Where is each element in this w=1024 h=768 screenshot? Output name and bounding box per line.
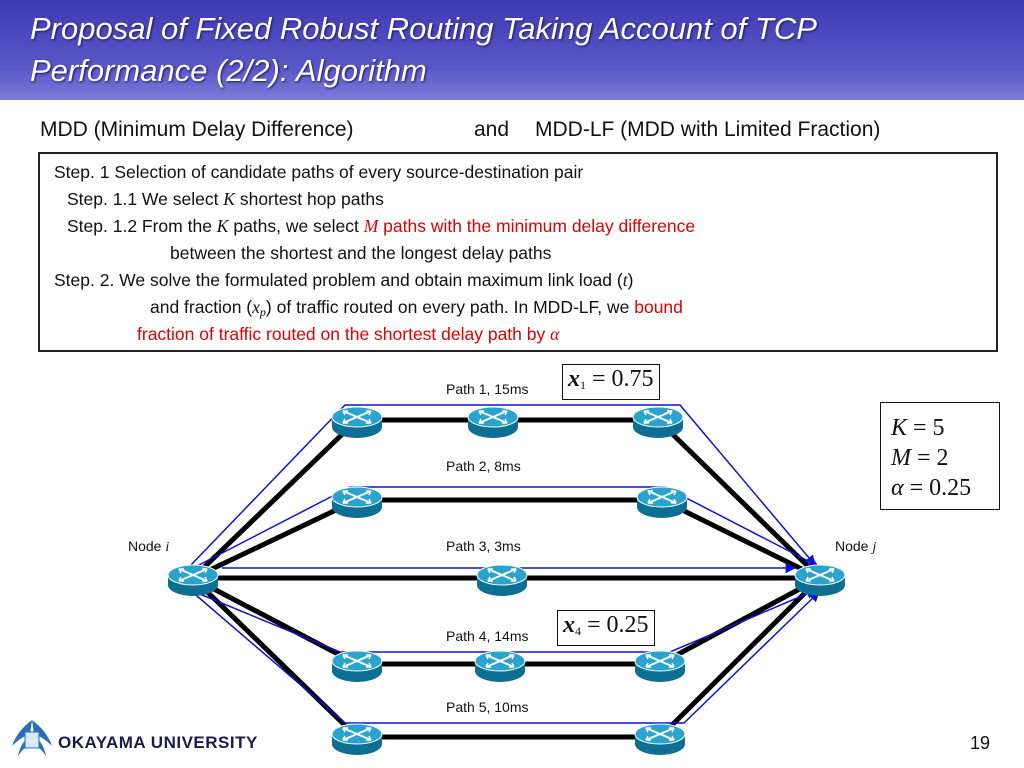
node-i-prefix: Node bbox=[128, 538, 166, 554]
param-k-eq: = 5 bbox=[907, 415, 945, 441]
router-path-2-a-icon bbox=[331, 486, 383, 519]
path-1-link-4 bbox=[656, 418, 822, 580]
slide-title: Proposal of Fixed Robust Routing Taking … bbox=[30, 8, 990, 92]
step-2-text-a: Step. 2. We solve the formulated problem… bbox=[54, 270, 623, 290]
step-2-bound: bound bbox=[634, 297, 683, 317]
router-path-4-b-icon bbox=[474, 650, 526, 683]
node-j-prefix: Node bbox=[835, 538, 873, 554]
path-5-link-3 bbox=[658, 576, 822, 739]
subtitle-and: and bbox=[474, 118, 510, 141]
node-j-label: Node j bbox=[835, 538, 876, 556]
step-1-1: Step. 1.1 We select K shortest hop paths bbox=[67, 189, 384, 210]
step-1-2-k: K bbox=[216, 216, 229, 236]
path-5-label: Path 5, 10ms bbox=[446, 699, 529, 715]
path-3-label: Path 3, 3ms bbox=[446, 538, 521, 554]
step-1-2-m: M bbox=[363, 216, 379, 236]
step-2-text-d: ) of traffic routed on every path. In MD… bbox=[265, 297, 635, 317]
subtitle-mdd-lf: MDD-LF (MDD with Limited Fraction) bbox=[535, 118, 881, 141]
param-m-var: M bbox=[891, 445, 911, 471]
step-2-line2: and fraction (xp) of traffic routed on e… bbox=[150, 297, 683, 320]
slide-title-line1: Proposal of Fixed Robust Routing Taking … bbox=[30, 11, 817, 46]
node-i-label: Node i bbox=[128, 538, 169, 556]
algorithm-box: Step. 1 Selection of candidate paths of … bbox=[38, 152, 998, 352]
param-k: K = 5 bbox=[891, 415, 945, 442]
step-1-1-text-b: shortest hop paths bbox=[234, 189, 384, 209]
step-1-2: Step. 1.2 From the K paths, we select M … bbox=[67, 216, 695, 237]
step-1-2-continued: between the shortest and the longest del… bbox=[170, 243, 552, 263]
step-2-x-sub: p bbox=[259, 305, 266, 319]
path-2-link-1 bbox=[191, 497, 359, 581]
x1-fraction: x1 = 0.75 bbox=[562, 364, 660, 400]
x1-sub: 1 bbox=[580, 378, 586, 392]
route-arrow-5 bbox=[189, 589, 820, 724]
step-2-text-b: ) bbox=[627, 270, 634, 290]
path-1-label: Path 1, 15ms bbox=[446, 381, 529, 397]
path-2-link-3 bbox=[660, 497, 822, 581]
param-alpha: α = 0.25 bbox=[891, 475, 971, 502]
route-arrow-2 bbox=[196, 486, 819, 567]
x4-eq: = 0.25 bbox=[581, 612, 649, 638]
step-1-2-text-a: Step. 1.2 From the bbox=[67, 216, 217, 236]
step-1-2-text-b: paths, we select bbox=[228, 216, 364, 236]
router-path-3-a-icon bbox=[476, 564, 528, 597]
param-k-var: K bbox=[891, 415, 908, 441]
step-2-text-c: and fraction ( bbox=[150, 297, 253, 317]
x4-var: x bbox=[563, 612, 575, 638]
router-node-i-icon bbox=[167, 564, 219, 597]
x1-eq: = 0.75 bbox=[586, 366, 654, 392]
step-2: Step. 2. We solve the formulated problem… bbox=[54, 270, 633, 291]
router-node-j-icon bbox=[794, 564, 846, 597]
university-logo bbox=[12, 720, 52, 756]
path-4-label: Path 4, 14ms bbox=[446, 628, 529, 644]
path-2-label: Path 2, 8ms bbox=[446, 458, 521, 474]
step-1: Step. 1 Selection of candidate paths of … bbox=[54, 162, 584, 182]
path-4-link-1 bbox=[191, 575, 359, 667]
x4-sub: 4 bbox=[575, 624, 581, 638]
path-links bbox=[191, 417, 822, 740]
path-4-link-4 bbox=[658, 575, 822, 667]
slide-title-line2: Performance (2/2): Algorithm bbox=[30, 53, 427, 88]
step-2-t: t bbox=[622, 270, 628, 290]
router-path-1-c-icon bbox=[632, 406, 684, 439]
step-1-1-k: K bbox=[223, 189, 235, 209]
subtitle-mdd: MDD (Minimum Delay Difference) bbox=[40, 118, 354, 141]
router-path-2-b-icon bbox=[636, 486, 688, 519]
router-path-4-a-icon bbox=[331, 650, 383, 683]
router-path-1-a-icon bbox=[331, 406, 383, 439]
route-arrows bbox=[189, 404, 820, 724]
university-name: OKAYAMA UNIVERSITY bbox=[58, 733, 258, 752]
param-m-eq: = 2 bbox=[911, 445, 949, 471]
param-alpha-var: α bbox=[891, 475, 904, 501]
parameter-box: K = 5 M = 2 α = 0.25 bbox=[880, 402, 1000, 510]
router-path-4-c-icon bbox=[634, 650, 686, 683]
router-path-1-b-icon bbox=[467, 406, 519, 439]
x1-var: x bbox=[568, 366, 580, 392]
router-path-5-b-icon bbox=[634, 723, 686, 756]
param-alpha-eq: = 0.25 bbox=[903, 475, 972, 501]
step-2-line3: fraction of traffic routed on the shorte… bbox=[137, 324, 559, 345]
step-1-2-text-c: paths with the minimum delay difference bbox=[378, 216, 696, 236]
title-bar bbox=[0, 0, 1024, 100]
node-j-var: j bbox=[872, 540, 877, 555]
node-i-var: i bbox=[165, 540, 170, 555]
step-2-x: x bbox=[252, 297, 260, 317]
step-2-alpha: α bbox=[550, 324, 560, 344]
path-1-link-1 bbox=[191, 418, 359, 580]
router-path-5-a-icon bbox=[331, 723, 383, 756]
param-m: M = 2 bbox=[891, 445, 949, 472]
step-2-text-e: fraction of traffic routed on the shorte… bbox=[137, 324, 551, 344]
step-1-1-text-a: Step. 1.1 We select bbox=[67, 189, 224, 209]
x4-fraction: x4 = 0.25 bbox=[557, 610, 655, 646]
page-number: 19 bbox=[970, 733, 991, 753]
route-arrow-1 bbox=[189, 404, 816, 567]
